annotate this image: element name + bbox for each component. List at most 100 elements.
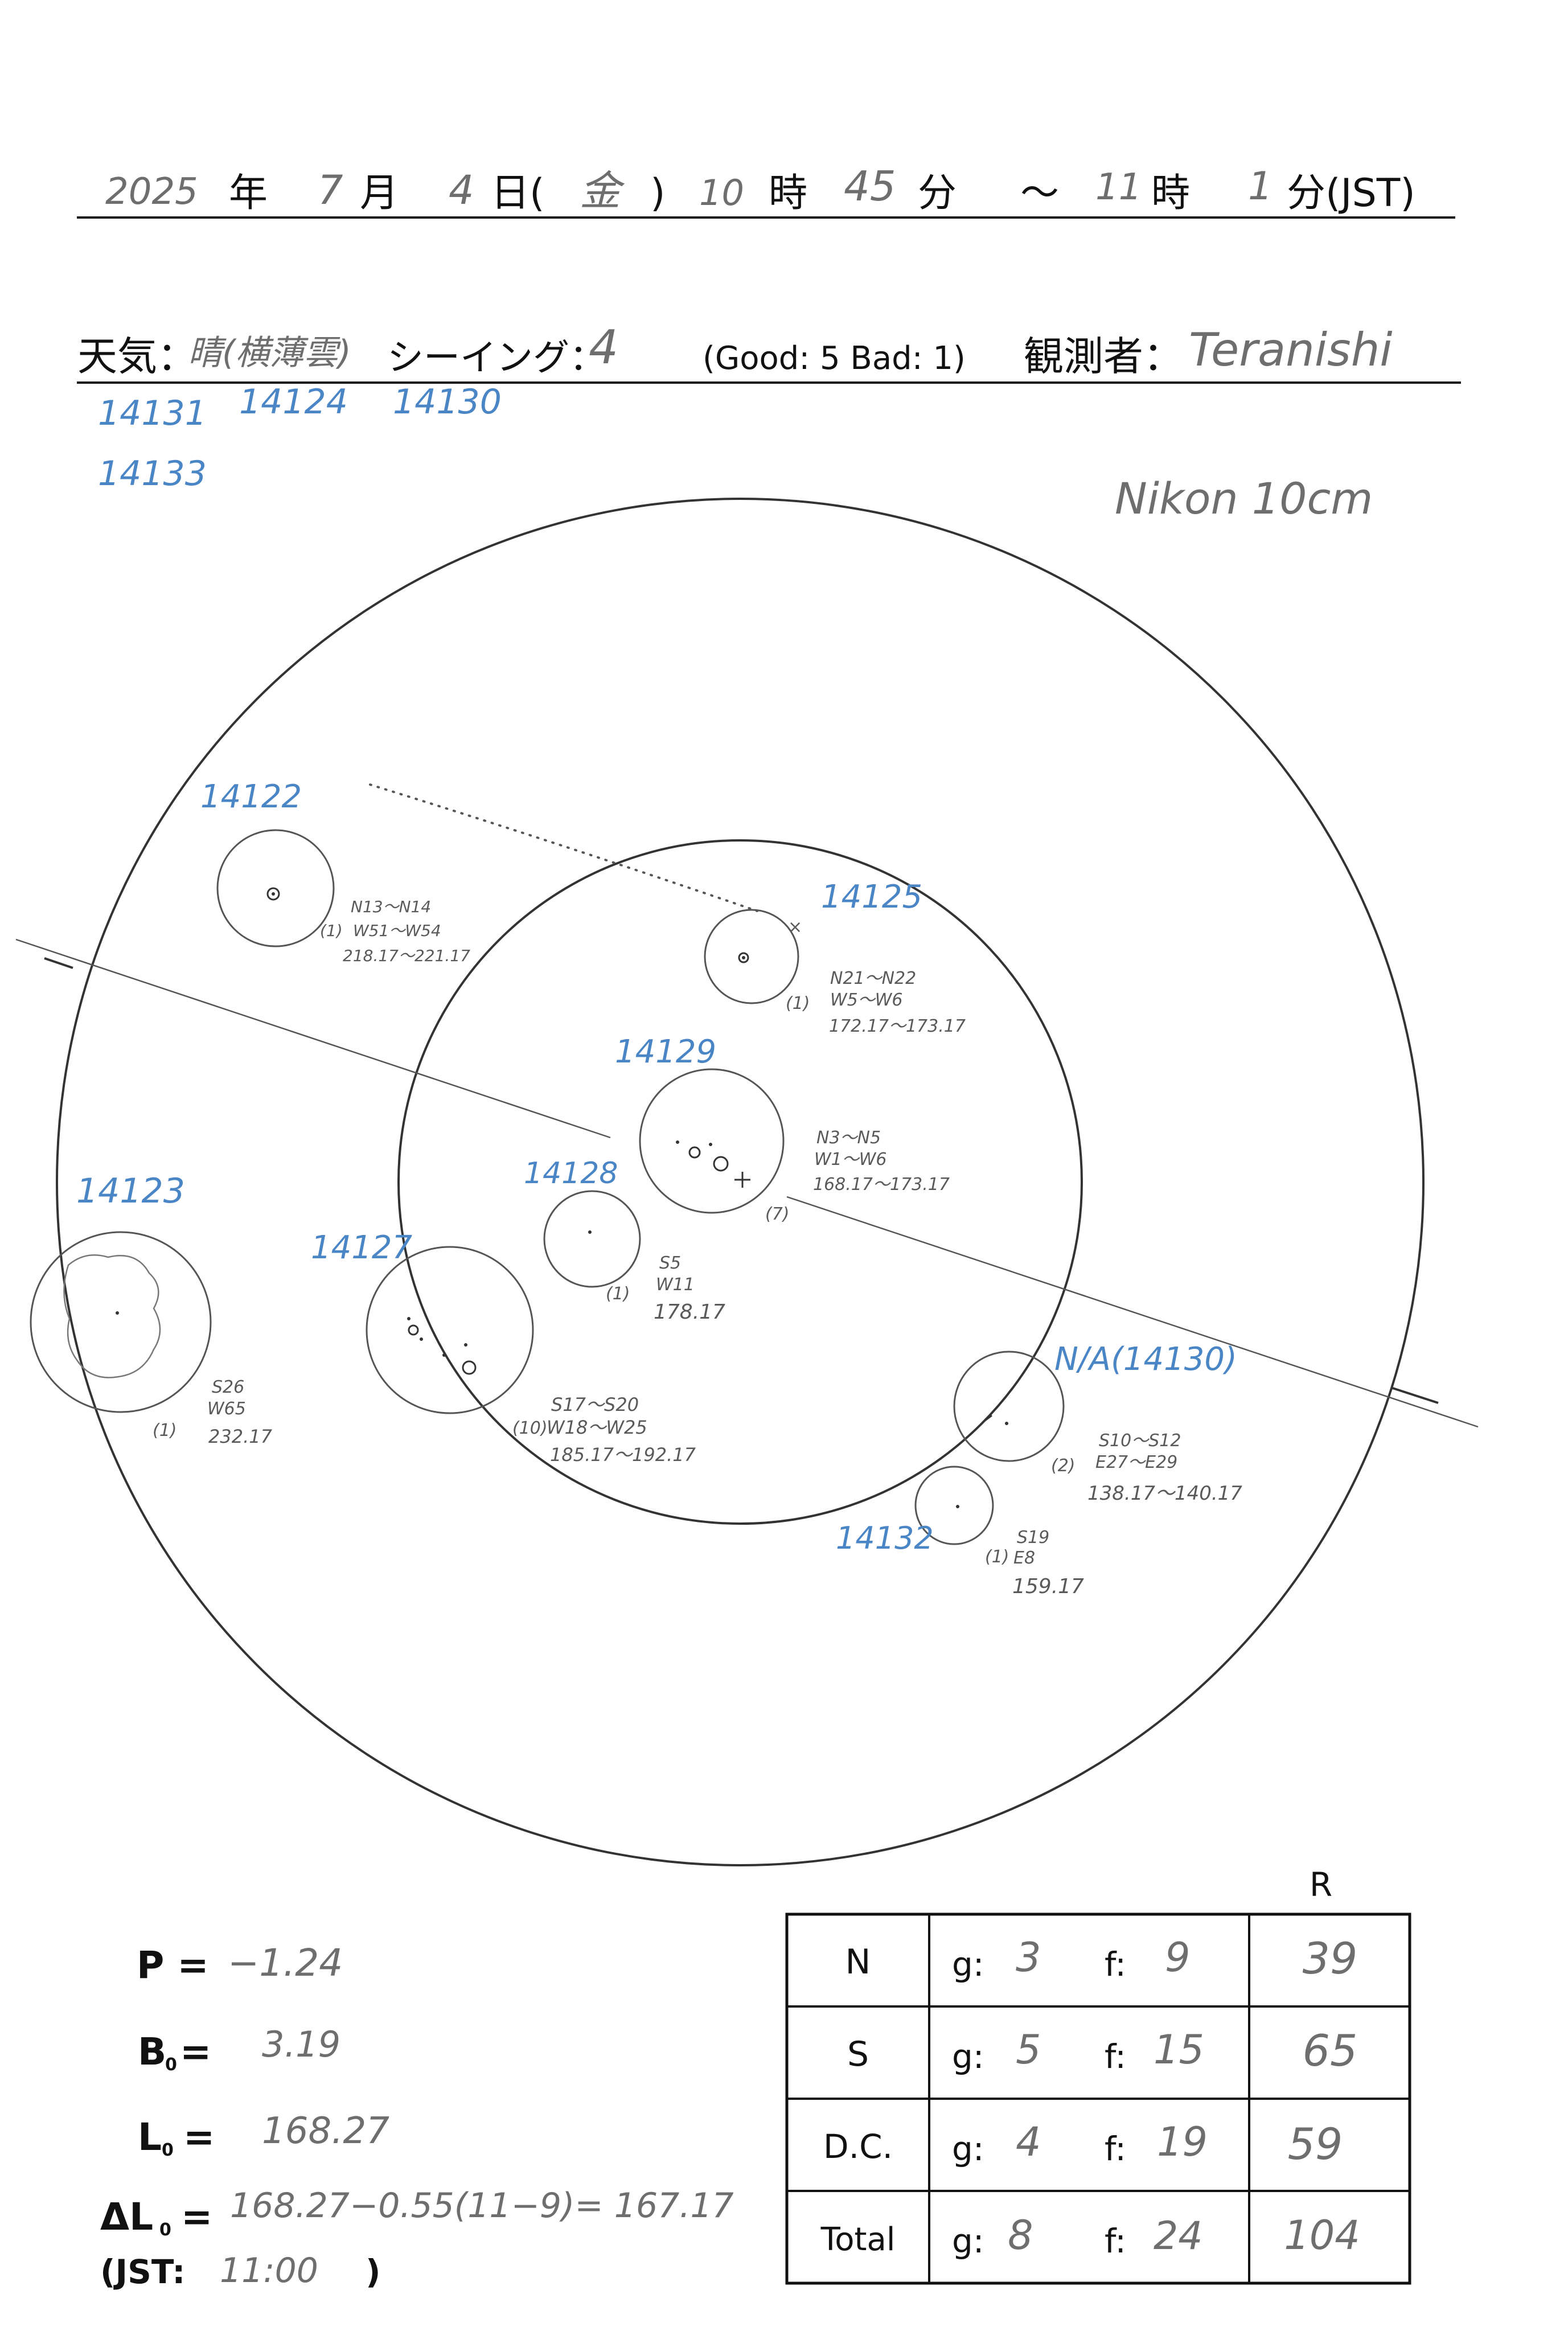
spot-carrington: 178.17 [654, 1300, 725, 1324]
group-count: 8 [1008, 2212, 1033, 2259]
spot-mark [408, 1324, 419, 1336]
group-label: g: [952, 2037, 984, 2076]
spot-mark [407, 1317, 411, 1320]
table-row: S g: 5 f: 15 65 [847, 2025, 1357, 2076]
observer-value: Teranishi [1189, 323, 1393, 376]
weather-value: 晴(横薄雲) [188, 333, 351, 373]
spot-count: (7) [765, 1204, 790, 1224]
year-value: 2025 [105, 171, 198, 213]
weekday-close: ) [650, 171, 666, 216]
seeing-value: 4 [589, 321, 618, 375]
start-hour-value: 10 [699, 172, 744, 214]
cross-mark: × [788, 917, 802, 937]
spot-longitude: W51～W54 [353, 921, 441, 940]
spot-mark [462, 1360, 477, 1375]
end-minute-label: 分(JST) [1287, 171, 1415, 216]
spot-carrington: 185.17～192.17 [550, 1444, 696, 1466]
region-label: 14128 [524, 1156, 618, 1191]
l0-equals: = [183, 2115, 215, 2159]
spot-latitude: N3～N5 [816, 1128, 881, 1148]
relative-number: 39 [1303, 1933, 1358, 1984]
solar-axis-line [786, 1196, 1479, 1428]
spot-latitude: S26 [212, 1377, 244, 1397]
region-label: 14125 [821, 879, 922, 916]
spot-longitude: E27～E29 [1095, 1452, 1177, 1472]
sunspot-14122: 14122 N13～N14 (1) W51～W54 218.17～221.17 [200, 778, 470, 965]
region-label: 14132 [836, 1520, 934, 1556]
start-minute-value: 45 [844, 162, 896, 210]
spot-mark [676, 1140, 679, 1144]
conditions-line: 天気： 晴(横薄雲) シーイング： 4 (Good: 5 Bad: 1) 観測者… [77, 321, 1461, 384]
group-label: g: [952, 2129, 984, 2168]
spot-count: (1) [320, 921, 343, 940]
delta-l0-subscript: 0 [159, 2220, 171, 2240]
l0-subscript: 0 [162, 2140, 174, 2160]
seeing-scale-note: (Good: 5 Bad: 1) [703, 340, 966, 377]
spot-latitude: N13～N14 [351, 897, 431, 916]
dotted-latitude-trace [369, 783, 758, 912]
relative-number: 104 [1284, 2212, 1360, 2259]
spot-latitude: S17～S20 [551, 1394, 639, 1415]
spot-outline-circle [216, 829, 335, 947]
spot-carrington: 232.17 [208, 1426, 273, 1447]
delta-l0-equals: = [181, 2195, 212, 2239]
spot-mark [709, 1143, 712, 1146]
end-hour-value: 11 [1095, 166, 1142, 208]
group-label: g: [952, 2222, 984, 2260]
weekday-value: 金 [580, 167, 625, 215]
month-label: 月 [360, 171, 399, 216]
spot-count: (2) [1051, 1456, 1076, 1476]
spot-carrington: 138.17～140.17 [1087, 1482, 1242, 1505]
spot-mark [464, 1343, 467, 1347]
spot-mark [742, 956, 745, 959]
spot-mark [420, 1337, 423, 1341]
b0-value: 3.19 [262, 2024, 340, 2065]
spot-longitude: W5～W6 [830, 990, 903, 1010]
row-hemisphere-label: S [847, 2034, 869, 2074]
spot-mark [116, 1311, 119, 1315]
l0-label: L [138, 2115, 162, 2159]
region-label: 14129 [615, 1033, 716, 1070]
spot-label: f: [1105, 1945, 1126, 1984]
l0-value: 168.27 [262, 2110, 389, 2152]
spot-mark [588, 1230, 592, 1234]
axis-tick [1392, 1387, 1439, 1404]
spot-carrington: 218.17～221.17 [343, 946, 470, 965]
solar-disk-drawing: 14122 N13～N14 (1) W51～W54 218.17～221.17 … [15, 498, 1479, 1866]
b0-subscript: 0 [165, 2055, 177, 2075]
listed-region: 14124 [239, 382, 348, 422]
start-minute-label: 分 [918, 171, 957, 216]
region-label: 14122 [200, 778, 302, 815]
jst-label: (JST: [100, 2252, 185, 2291]
weather-label: 天気： [77, 333, 197, 380]
sunspot-14132: 14132 S19 (1) E8 159.17 [836, 1466, 1084, 1598]
start-hour-label: 時 [769, 171, 807, 216]
end-hour-label: 時 [1151, 171, 1190, 216]
group-count: 3 [1016, 1934, 1041, 1981]
time-range-tilde: ～ [1020, 171, 1059, 216]
spot-label: f: [1105, 2037, 1126, 2076]
spot-outline-circle [914, 1466, 994, 1545]
spot-longitude: W18～W25 [547, 1417, 647, 1438]
spot-mark [956, 1505, 959, 1508]
spot-mark [442, 1353, 446, 1357]
region-label: 14127 [311, 1229, 413, 1266]
ephemeris-parameters: P = −1.24 B 0 = 3.19 L 0 = 168.27 ΔL 0 =… [100, 1941, 734, 2291]
spot-carrington: 168.17～173.17 [813, 1175, 950, 1195]
delta-l0-value: 168.27−0.55(11−9)= 167.17 [230, 2186, 734, 2226]
axis-tick [44, 957, 73, 969]
solar-disk [56, 498, 1425, 1866]
day-value: 4 [449, 167, 474, 214]
inner-reference-circle [397, 839, 1083, 1525]
delta-l0-label: ΔL [100, 2195, 153, 2239]
group-count: 4 [1016, 2119, 1041, 2165]
spot-count: (1) [786, 994, 810, 1013]
spot-latitude: S5 [659, 1253, 681, 1273]
sunspot-14125: × 14125 N21～N22 (1) W5～W6 172.17～173.17 [704, 879, 966, 1036]
solar-axis-line [15, 938, 611, 1139]
spot-mark [1005, 1422, 1008, 1425]
b0-label: B [138, 2030, 166, 2074]
table-row: Total g: 8 f: 24 104 [820, 2212, 1360, 2260]
p-angle-label: P = [137, 1943, 209, 1987]
